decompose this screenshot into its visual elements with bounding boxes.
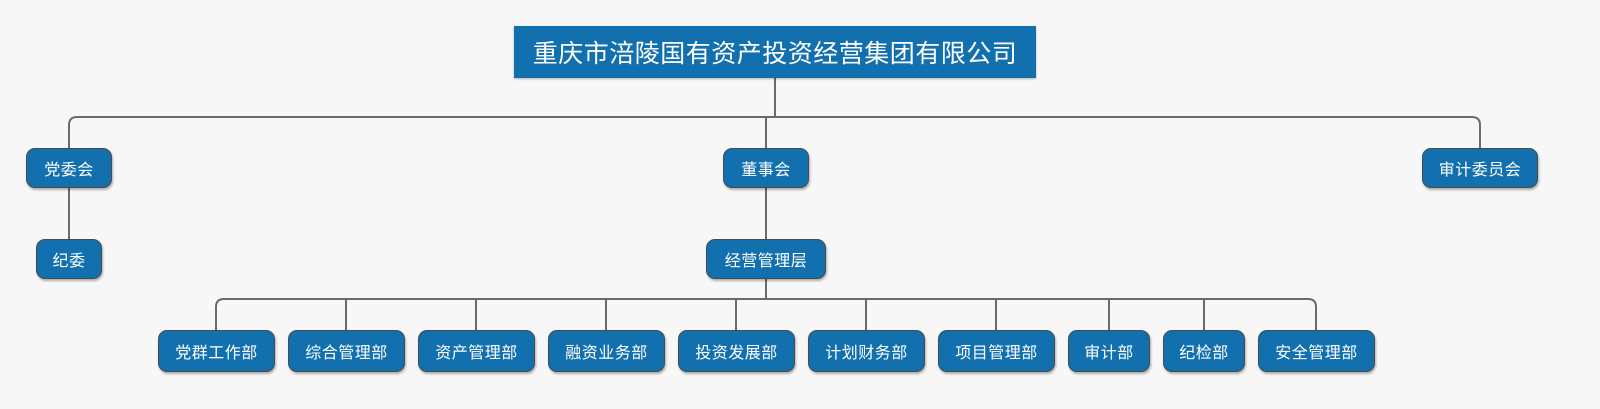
org-node-level2-1[interactable]: 董事会 [723,148,809,188]
org-node-dept-8[interactable]: 纪检部 [1163,330,1245,372]
org-node-root[interactable]: 重庆市涪陵国有资产投资经营集团有限公司 [514,26,1036,78]
org-node-dept-6[interactable]: 项目管理部 [938,330,1055,372]
connector-bottom-bus [215,298,1317,330]
org-node-dept-2[interactable]: 资产管理部 [418,330,535,372]
org-node-level3-1[interactable]: 经营管理层 [706,239,826,279]
org-node-dept-9[interactable]: 安全管理部 [1258,330,1375,372]
org-node-level2-0[interactable]: 党委会 [26,148,112,188]
org-node-dept-3[interactable]: 融资业务部 [548,330,665,372]
org-node-dept-0[interactable]: 党群工作部 [158,330,275,372]
org-node-dept-5[interactable]: 计划财务部 [808,330,925,372]
org-node-level2-2[interactable]: 审计委员会 [1422,148,1538,188]
org-node-dept-7[interactable]: 审计部 [1068,330,1150,372]
org-node-dept-1[interactable]: 综合管理部 [288,330,405,372]
org-node-level3-0[interactable]: 纪委 [36,239,102,279]
org-node-dept-4[interactable]: 投资发展部 [678,330,795,372]
connector-top-bus [68,116,1481,148]
